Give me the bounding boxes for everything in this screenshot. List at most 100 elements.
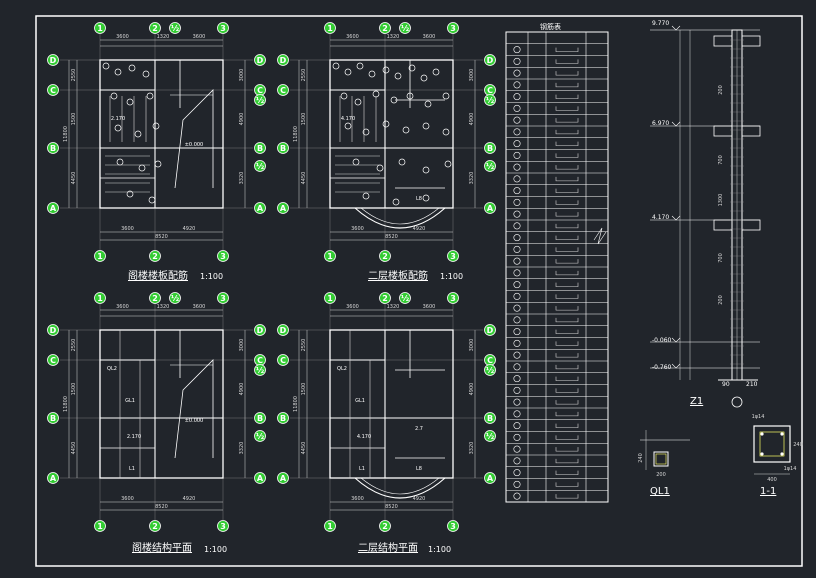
grid-bubble-circle	[94, 520, 106, 532]
plan-scale-attic-slab: 1:100	[200, 272, 224, 281]
schedule-bar-shape	[555, 458, 579, 464]
schedule-bar-shape	[555, 153, 579, 158]
grid-bubble-label: C	[280, 356, 286, 365]
grid-bubble-right-C: C	[484, 354, 496, 366]
bay-window-arc	[354, 477, 446, 499]
grid-bubble-label: C	[280, 86, 286, 95]
grid-bubble-top-1: 1	[324, 22, 336, 34]
grid-bubble-circle	[379, 22, 391, 34]
stair-outline	[174, 359, 214, 459]
schedule-bar-shape	[555, 141, 579, 146]
rebar-symbol	[114, 68, 122, 76]
dim-top-2: 1320	[387, 34, 400, 40]
grid-bubble-circle	[399, 22, 411, 34]
grid-bubble-label: A	[50, 204, 57, 213]
grid-bubble-label: 1	[97, 252, 103, 261]
schedule-row-marker	[513, 116, 521, 124]
schedule-bar-shape	[555, 188, 579, 193]
dim-left-3: 4450	[301, 442, 307, 455]
beam-label: L1	[129, 466, 135, 472]
level-marker	[671, 215, 681, 221]
schedule-row-marker	[513, 351, 521, 359]
beam-label: QL2	[337, 366, 347, 372]
section-1-1-dim-width: 400	[767, 477, 777, 483]
schedule-row-marker	[513, 198, 521, 206]
dim-right-1: 3000	[239, 69, 245, 82]
grid-bubble-circle	[277, 84, 289, 96]
grid-bubble-bottom-1: 1	[94, 520, 106, 532]
section-1-1-rebar	[780, 432, 784, 436]
column-dim-right-3: 1300	[718, 194, 724, 207]
schedule-bar-shape	[555, 47, 579, 52]
grid-bubble-label: 2	[382, 24, 388, 33]
dim-left-1: 2550	[71, 339, 77, 352]
grid-bubble-top-half: ½	[169, 292, 181, 304]
schedule-bar-shape	[555, 294, 579, 299]
grid-bubble-right-half-c: ½	[484, 94, 496, 106]
dim-bottom-1: 3600	[351, 226, 364, 232]
column-level-4: -0.060	[652, 337, 672, 344]
section-1-1-box	[753, 425, 791, 463]
grid-bubble-label: ½	[401, 293, 409, 303]
grid-bubble-left-D: D	[47, 54, 59, 66]
schedule-bar-shape	[555, 341, 579, 346]
grid-bubble-circle	[254, 472, 266, 484]
schedule-bar-shape	[555, 71, 579, 76]
grid-bubble-circle	[254, 54, 266, 66]
schedule-row-marker	[513, 410, 521, 418]
grid-bubble-label: 1	[327, 252, 333, 261]
dim-right-1: 3000	[239, 339, 245, 352]
dim-right-1: 3000	[469, 339, 475, 352]
grid-bubble-top-2: 2	[149, 22, 161, 34]
grid-bubble-label: A	[280, 204, 287, 213]
schedule-row-marker	[513, 81, 521, 89]
level-mark: 2.7	[415, 426, 423, 432]
schedule-row-marker	[513, 151, 521, 159]
column-dim-right-4: 700	[718, 155, 724, 165]
grid-bubble-left-B: B	[277, 142, 289, 154]
grid-bubble-bottom-2: 2	[379, 520, 391, 532]
schedule-bar-shape	[555, 106, 579, 111]
ql1-section-box	[653, 451, 669, 467]
beam-label: QL2	[107, 366, 117, 372]
section-1-1-dim-side: 240	[793, 442, 803, 448]
grid-bubble-left-C: C	[47, 84, 59, 96]
grid-bubble-label: C	[50, 86, 56, 95]
schedule-bar-shape	[555, 400, 579, 405]
grid-bubble-bottom-2: 2	[149, 250, 161, 262]
level-mark: L8	[416, 196, 422, 202]
schedule-row-marker	[513, 187, 521, 195]
schedule-row-marker	[513, 339, 521, 347]
rebar-symbol	[102, 62, 110, 70]
grid-bubble-right-D: D	[484, 54, 496, 66]
dim-top-1: 3600	[116, 34, 129, 40]
schedule-bar-shape	[555, 129, 579, 135]
grid-bubble-top-3: 3	[447, 292, 459, 304]
rebar-symbol	[432, 68, 440, 76]
grid-bubble-circle	[379, 292, 391, 304]
column-dim-right-1: 200	[718, 295, 724, 305]
dim-bottom-2: 4920	[413, 496, 426, 502]
grid-bubble-circle	[484, 142, 496, 154]
grid-bubble-right-A: A	[484, 202, 496, 214]
grid-bubble-top-1: 1	[324, 292, 336, 304]
rebar-symbol	[398, 158, 406, 166]
rebar-symbol	[424, 100, 432, 108]
grid-bubble-circle	[149, 292, 161, 304]
schedule-row-marker	[513, 46, 521, 54]
dim-right-3: 3320	[469, 172, 475, 185]
dim-left-total: 11800	[63, 126, 69, 142]
grid-bubble-right-half-b: ½	[254, 430, 266, 442]
rebar-symbol	[408, 64, 416, 72]
grid-bubble-label: D	[280, 326, 287, 335]
grid-bubble-circle	[254, 94, 266, 106]
schedule-bar-shape	[555, 282, 579, 287]
rebar-symbol	[126, 190, 134, 198]
ql1-dim-height: 240	[638, 453, 644, 463]
grid-bubble-top-1: 1	[94, 22, 106, 34]
dim-left-2: 1500	[71, 113, 77, 126]
beam-stub-left	[713, 219, 733, 231]
rebar-symbol	[444, 160, 452, 168]
